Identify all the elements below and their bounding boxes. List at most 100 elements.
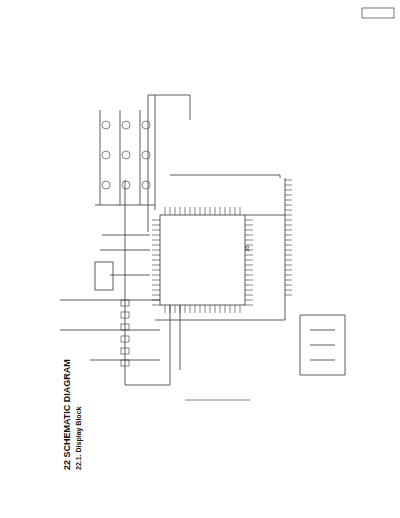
ic-pin	[152, 295, 160, 296]
ic-pin	[152, 280, 160, 281]
ic-pin	[165, 305, 166, 313]
connector-pin	[285, 185, 292, 186]
ic-pin	[215, 305, 216, 313]
connector-pin	[285, 295, 292, 296]
ic-pin	[152, 245, 160, 246]
ic-pin	[225, 305, 226, 313]
ic-pin	[152, 265, 160, 266]
connector-pin	[285, 210, 292, 211]
connector-pin	[285, 280, 292, 281]
ic-pin	[245, 290, 253, 291]
ic-pin	[240, 305, 241, 313]
ic-pin	[190, 207, 191, 215]
section-heading: 22.1. Display Block	[75, 407, 82, 470]
connector-pin	[285, 245, 292, 246]
ic-pin	[220, 305, 221, 313]
connector-pin	[285, 240, 292, 241]
ic-pin	[235, 305, 236, 313]
signal-wire	[100, 235, 150, 275]
connector-pin	[285, 270, 292, 271]
connector-pin	[285, 275, 292, 276]
ic-pin	[175, 207, 176, 215]
page-title: 22 SCHEMATIC DIAGRAM	[62, 359, 72, 470]
ic-pin	[170, 207, 171, 215]
ic-pin	[245, 275, 253, 276]
ic-pin	[195, 207, 196, 215]
connector-pin	[285, 200, 292, 201]
transistor-symbol	[122, 121, 130, 129]
ic-pin	[152, 285, 160, 286]
component-box	[95, 262, 113, 290]
connector-pin	[285, 230, 292, 231]
page-number: 35	[244, 245, 250, 252]
ic-pin	[152, 290, 160, 291]
ic-pin	[245, 220, 253, 221]
transistor-symbol	[142, 181, 150, 189]
ic-pin	[245, 300, 253, 301]
ic-pin	[185, 207, 186, 215]
connector-pin	[285, 220, 292, 221]
resistor-symbol	[121, 336, 129, 342]
connector-pin	[285, 285, 292, 286]
ic-body	[160, 215, 245, 305]
ic-pin	[205, 207, 206, 215]
ic-pin	[152, 270, 160, 271]
connector-pin	[285, 250, 292, 251]
transistor-symbol	[102, 151, 110, 159]
ic-pin	[230, 207, 231, 215]
transistor-symbol	[102, 121, 110, 129]
ic-pin	[152, 250, 160, 251]
ic-pin	[190, 305, 191, 313]
ic-pin	[152, 255, 160, 256]
ic-pin	[230, 305, 231, 313]
transistor-symbol	[102, 181, 110, 189]
ic-pin	[152, 240, 160, 241]
ic-pin	[245, 280, 253, 281]
ic-pin	[180, 305, 181, 313]
ic-pin	[225, 207, 226, 215]
connector-wire	[170, 175, 285, 302]
ic-pin	[215, 207, 216, 215]
ic-pin	[245, 255, 253, 256]
ic-pin	[165, 207, 166, 215]
ic-pin	[200, 305, 201, 313]
note-line	[185, 400, 250, 401]
ic-pin	[152, 235, 160, 236]
bottom-block	[155, 302, 345, 375]
ic-pin	[245, 235, 253, 236]
ic-pin	[245, 265, 253, 266]
ic-pin	[240, 207, 241, 215]
ic-pin	[185, 305, 186, 313]
ic-pin	[245, 285, 253, 286]
resistor-symbol	[121, 348, 129, 354]
ic-pin	[245, 295, 253, 296]
ic-pin	[180, 207, 181, 215]
connector-pin	[285, 190, 292, 191]
ic-pin	[245, 270, 253, 271]
ic-pin	[152, 225, 160, 226]
ic-pin	[245, 260, 253, 261]
connector-pin	[285, 255, 292, 256]
transistor-symbol	[142, 121, 150, 129]
ic-pin	[220, 207, 221, 215]
ic-pin	[195, 305, 196, 313]
ic-pin	[210, 305, 211, 313]
transistor-symbol	[122, 151, 130, 159]
ic-pin	[205, 305, 206, 313]
resistor-symbol	[121, 324, 129, 330]
connector-pin	[285, 215, 292, 216]
connector-pin	[285, 290, 292, 291]
ic-pin	[245, 230, 253, 231]
connector-pin	[285, 260, 292, 261]
transistor-symbol	[122, 181, 130, 189]
ic-pin	[235, 207, 236, 215]
ic-pin	[200, 207, 201, 215]
header-box	[362, 8, 394, 18]
ic-pin	[152, 305, 160, 306]
connector-pin	[285, 180, 292, 181]
ic-pin	[152, 300, 160, 301]
ic-pin	[152, 220, 160, 221]
resistor-symbol	[121, 312, 129, 318]
bus-wire	[148, 95, 190, 232]
